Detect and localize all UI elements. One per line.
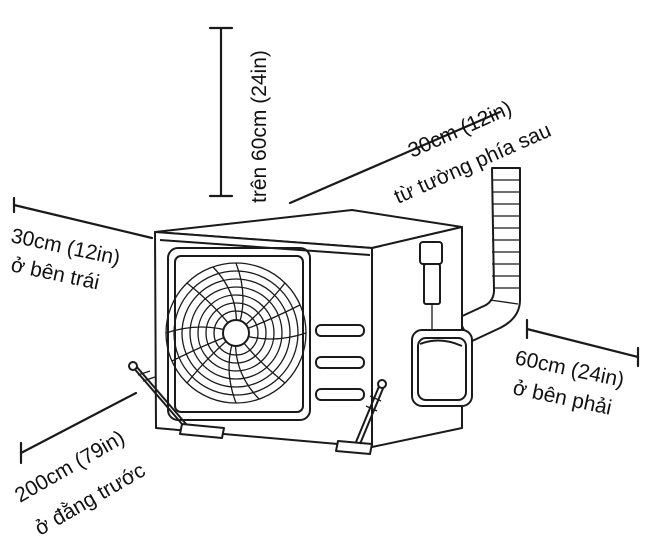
anchor-bolt-left xyxy=(128,361,187,425)
service-valve-cover xyxy=(411,241,473,407)
clearance-back-marker xyxy=(288,110,502,205)
clearance-left-marker xyxy=(12,196,154,240)
anchor-bolt-right xyxy=(355,379,387,445)
fan-grille xyxy=(165,262,307,404)
clearance-top-marker xyxy=(208,26,234,198)
refrigerant-pipe xyxy=(457,167,521,343)
mounting-feet xyxy=(179,423,373,455)
outdoor-unit xyxy=(128,167,521,455)
top-clearance-label: trên 60cm (24in) xyxy=(248,50,271,203)
clearance-right-marker xyxy=(525,318,640,368)
clearance-front-marker xyxy=(19,391,138,465)
vent-slots xyxy=(315,324,365,401)
